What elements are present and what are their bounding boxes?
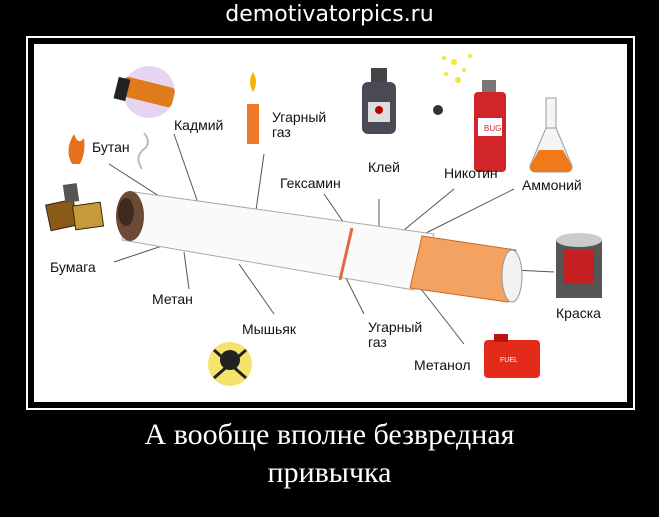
label-ammoniy: Аммоний — [522, 177, 582, 193]
label-metanol: Метанол — [414, 357, 471, 373]
label-bumaga: Бумага — [50, 259, 96, 275]
label-geksamin: Гексамин — [280, 175, 341, 191]
caption-line-1: А вообще вполне безвредная — [144, 418, 515, 451]
label-butan: Бутан — [92, 139, 130, 155]
fuel-canister-icon: FUEL — [484, 334, 540, 378]
label-metan: Метан — [152, 291, 193, 307]
label-myshyak: Мышьяк — [242, 321, 296, 337]
lighter-icon — [45, 134, 105, 232]
cigarette — [116, 132, 523, 303]
site-watermark: demotivatorpics.ru — [225, 2, 434, 27]
label-kley: Клей — [368, 159, 400, 175]
label-kraska: Краска — [556, 305, 601, 321]
label-kadmiy: Кадмий — [174, 117, 224, 133]
label-nikotin: Никотин — [444, 165, 498, 181]
caption-line-2: привычка — [267, 456, 392, 489]
glue-bottle-icon — [362, 68, 396, 134]
battery-icon — [113, 66, 175, 118]
paint-can-icon — [556, 233, 602, 298]
label-ugarny-gaz-bottom: Угарный газ — [368, 319, 423, 350]
candle-icon — [247, 72, 259, 144]
illustration-panel: BUG FUEL Бутан Кадмий Угарный г — [34, 44, 627, 402]
skull-icon — [208, 342, 252, 386]
cigarette-illustration: BUG FUEL — [45, 54, 602, 386]
spray-label: BUG — [484, 124, 501, 133]
label-ugarny-gaz-top: Угарный газ — [272, 109, 327, 140]
fuel-label: FUEL — [500, 357, 518, 364]
flask-icon — [529, 97, 573, 173]
spray-can-icon: BUG — [433, 54, 506, 172]
